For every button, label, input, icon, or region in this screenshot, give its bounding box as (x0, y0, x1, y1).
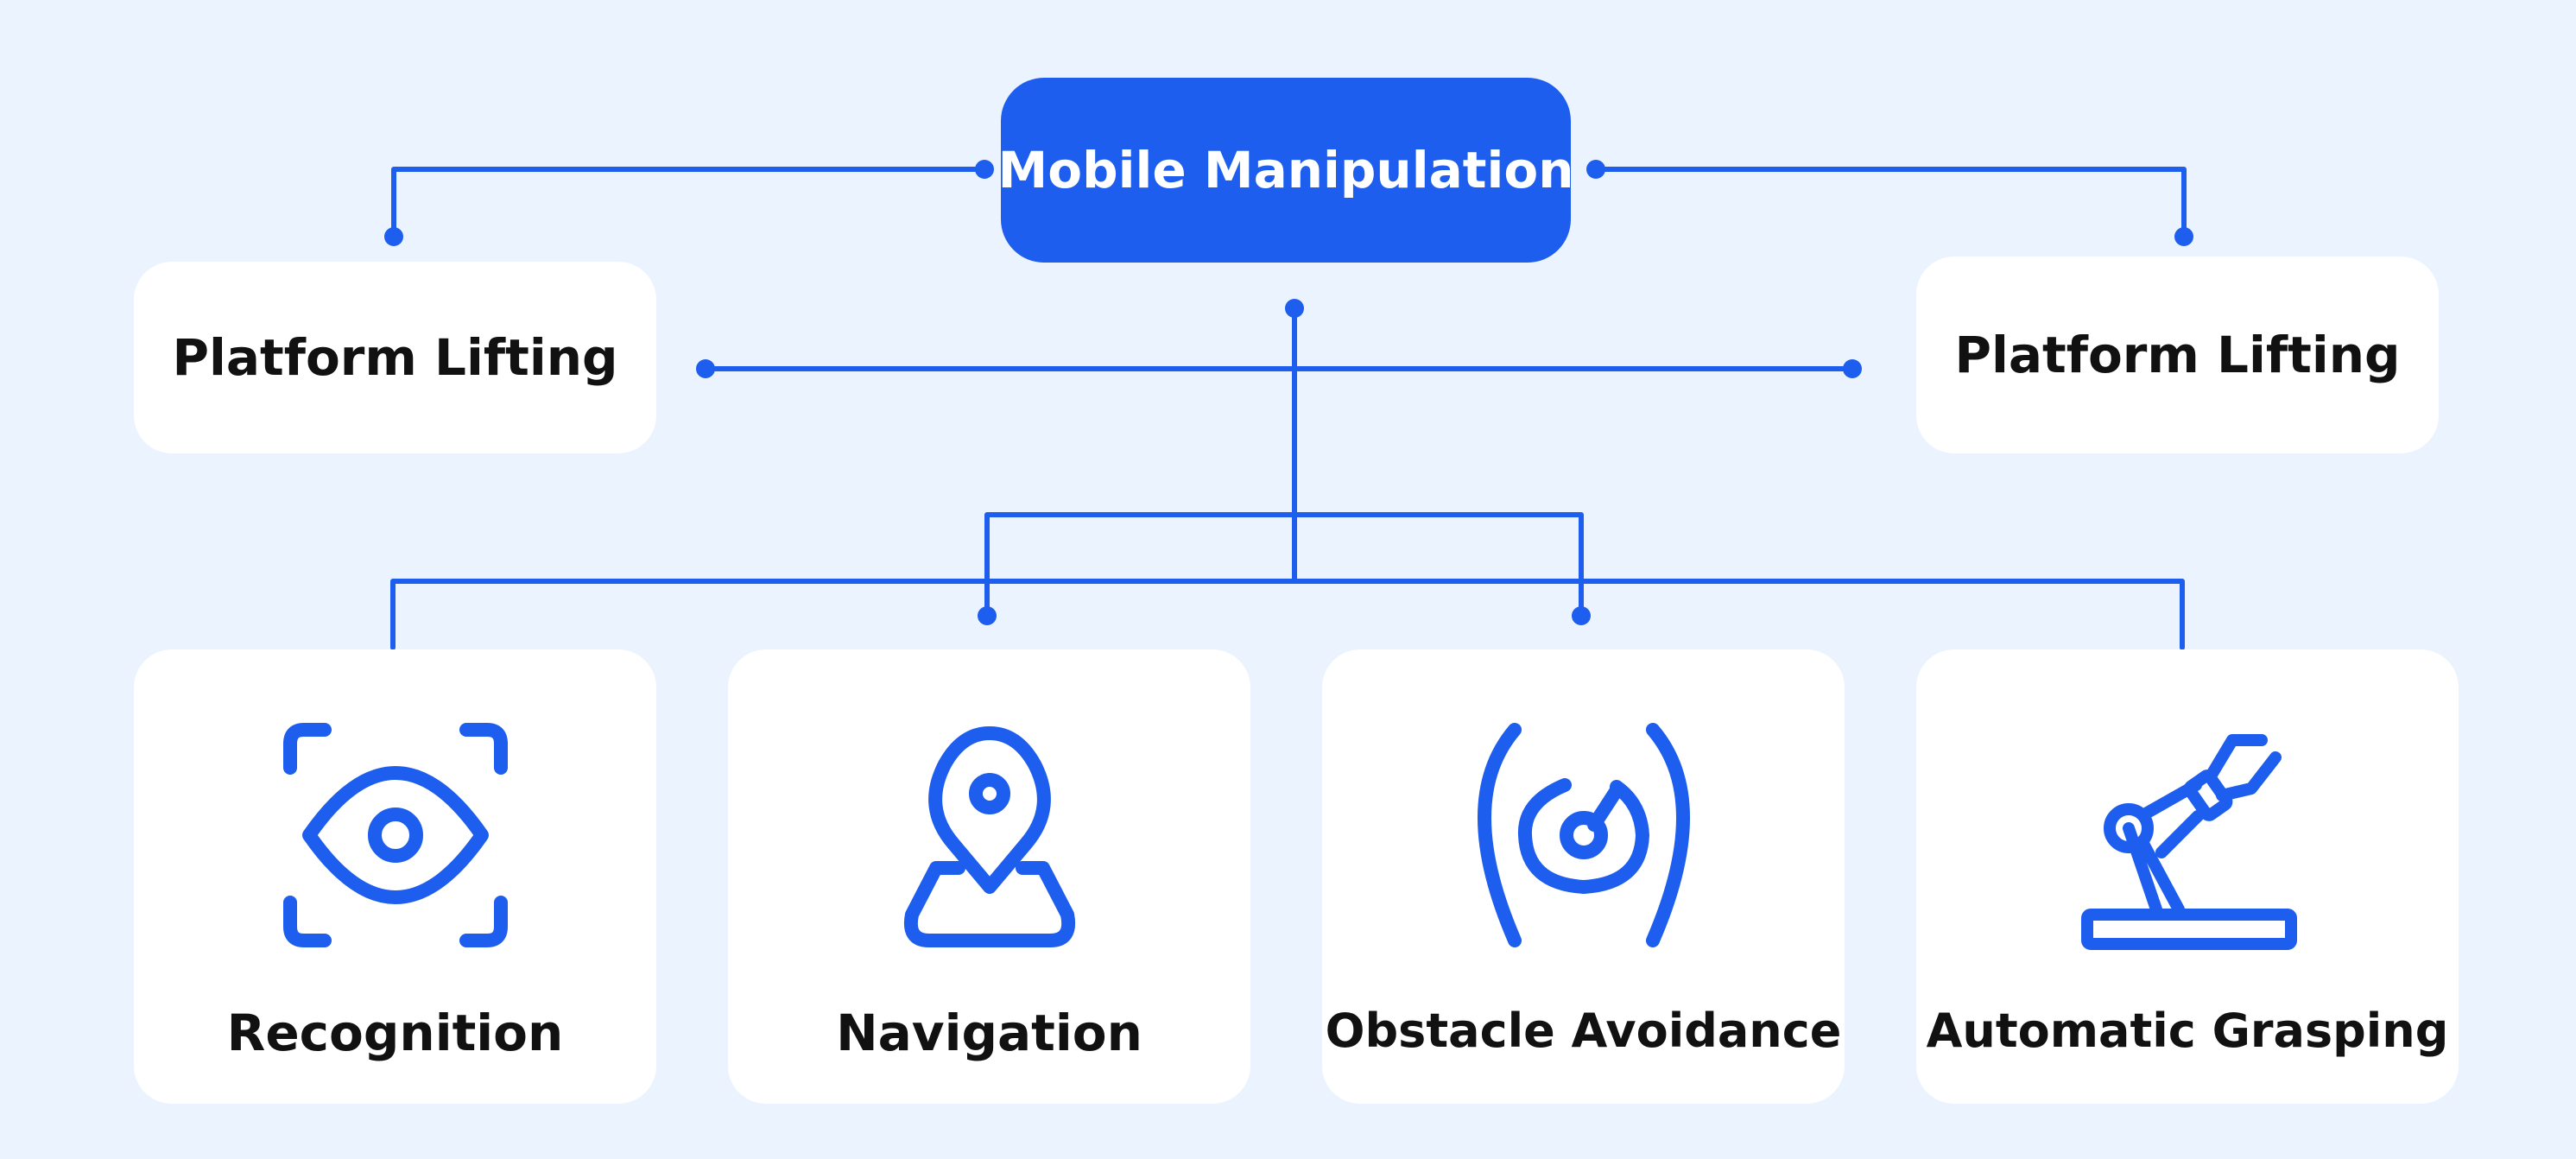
connector-dot (1572, 606, 1591, 625)
map-pin-icon (869, 714, 1111, 956)
capability-label: Automatic Grasping (1926, 1004, 2449, 1058)
capability-label: Navigation (836, 1004, 1142, 1062)
outer-bus-connector (390, 579, 2185, 650)
capability-label: Obstacle Avoidance (1325, 1004, 1842, 1058)
capability-card-recognition: Recognition (134, 649, 656, 1104)
connector-dot (2174, 227, 2193, 246)
connector-dot (384, 227, 403, 246)
connector-dot (1586, 160, 1605, 179)
side-node-right: Platform Lifting (1916, 256, 2439, 453)
capability-label: Recognition (226, 1004, 564, 1062)
connector-dot (1843, 359, 1862, 378)
side-node-left: Platform Lifting (134, 262, 656, 453)
connector-dot (978, 606, 997, 625)
robot-arm-icon (2066, 714, 2308, 956)
root-node: Mobile Manipulation (997, 78, 1574, 263)
side-node-label: Platform Lifting (1954, 326, 2401, 384)
capability-card-automatic-grasping: Automatic Grasping (1916, 649, 2459, 1104)
root-to-right-connector (1593, 167, 2187, 239)
inner-bracket-connector (984, 512, 1584, 618)
radar-icon (1463, 714, 1705, 956)
eye-scan-icon (275, 714, 516, 956)
connector-dot (975, 160, 994, 179)
connector-dot (696, 359, 715, 378)
side-node-label: Platform Lifting (172, 328, 618, 387)
root-label: Mobile Manipulation (997, 141, 1574, 200)
connector-dot (1285, 299, 1304, 318)
capability-card-obstacle-avoidance: Obstacle Avoidance (1322, 649, 1845, 1104)
root-to-left-connector (391, 167, 987, 239)
capability-card-navigation: Navigation (728, 649, 1250, 1104)
